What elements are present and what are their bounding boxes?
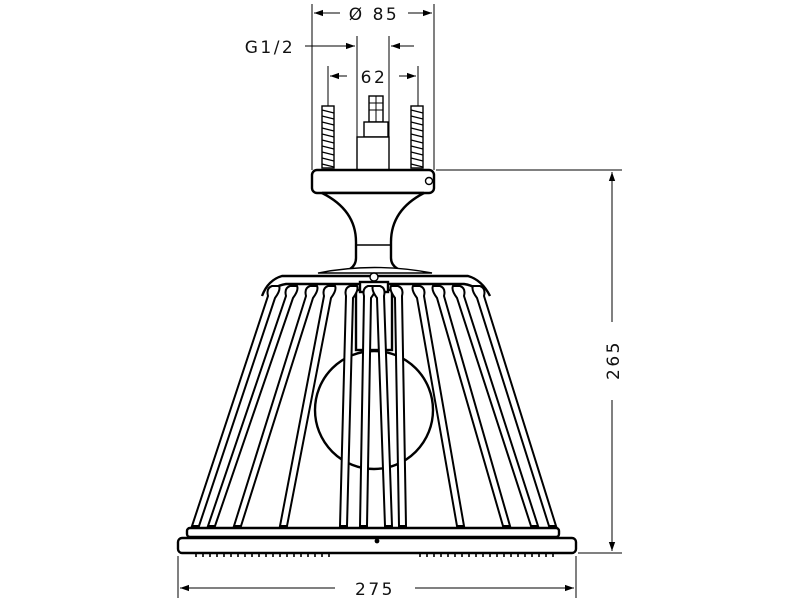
- cage-bar: [471, 285, 558, 527]
- dimension-label-outer-diameter: Ø 85: [349, 5, 399, 25]
- dimension-bolt-spacing: 62: [327, 66, 419, 106]
- dimension-height: 265: [436, 169, 624, 554]
- cage-bar: [451, 285, 540, 527]
- cage-bars: [190, 285, 558, 527]
- dimension-thread: G1/2: [245, 36, 414, 140]
- cage-bar: [411, 285, 466, 527]
- dimension-label-bolt-spacing: 62: [361, 68, 388, 88]
- dimension-label-height: 265: [604, 340, 624, 380]
- dimension-label-thread: G1/2: [245, 38, 296, 58]
- cage-bar: [338, 285, 359, 527]
- cage-bar: [232, 285, 319, 527]
- shower-head-plate: [176, 536, 578, 557]
- dimension-head-diameter: 275: [177, 556, 577, 600]
- mounting-bolt-right: [410, 105, 424, 169]
- mounting-bolt-left: [321, 105, 335, 169]
- center-connector: [356, 95, 390, 171]
- mounting-plate: [310, 168, 436, 195]
- cage-bar: [371, 285, 394, 527]
- dimension-label-head-diameter: 275: [355, 580, 395, 600]
- cage: [185, 272, 561, 539]
- cage-bar: [190, 285, 281, 527]
- cage-bar: [206, 285, 299, 527]
- neck: [317, 191, 433, 274]
- cage-bar: [389, 285, 408, 527]
- cage-bar: [278, 285, 337, 527]
- cage-bar: [431, 285, 512, 527]
- dimension-outer-diameter: Ø 85: [311, 4, 435, 170]
